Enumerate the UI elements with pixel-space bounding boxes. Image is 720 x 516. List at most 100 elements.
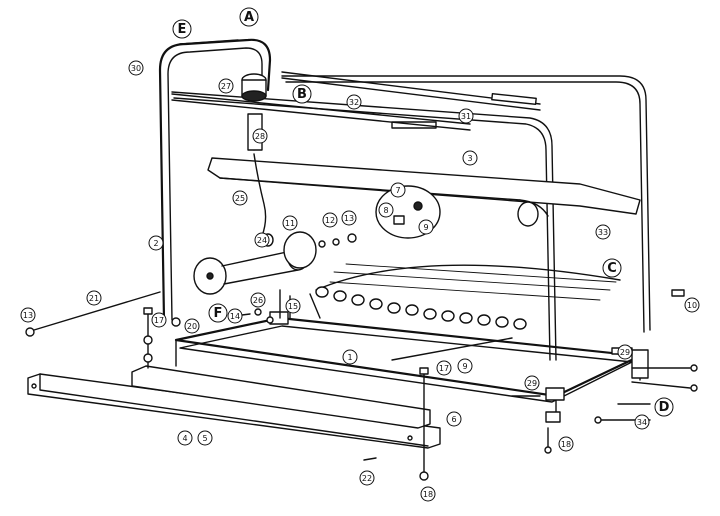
roller-bed <box>309 263 621 330</box>
callout-label: 17 <box>439 364 449 373</box>
callout-letter: A <box>239 7 259 27</box>
cross-rod-middle <box>391 337 513 361</box>
callout-circle <box>208 303 228 323</box>
callout-label: 18 <box>561 440 571 449</box>
callout-circle <box>282 215 298 231</box>
callout-number: 33 <box>595 224 611 240</box>
callout-circle <box>558 436 574 452</box>
callout-number: 9 <box>418 219 434 235</box>
callout-circle <box>148 235 164 251</box>
callout-circle <box>250 292 266 308</box>
callout-label: 29 <box>527 379 537 388</box>
callout-number: 12 <box>322 212 338 228</box>
callout-number: 17 <box>436 360 452 376</box>
callout-number: 10 <box>684 297 700 313</box>
callout-circle <box>151 312 167 328</box>
callout-label: 6 <box>451 415 456 424</box>
callout-circle <box>602 258 622 278</box>
callout-circle <box>177 430 193 446</box>
lower-fasteners <box>363 427 552 461</box>
callout-circle <box>197 430 213 446</box>
spring-cord <box>253 153 267 237</box>
callout-circle <box>420 486 436 502</box>
callout-circle <box>617 344 633 360</box>
callout-circle <box>458 108 474 124</box>
callout-number: 28 <box>252 128 268 144</box>
base-frame <box>174 289 649 423</box>
callout-number: 2 <box>148 235 164 251</box>
callout-label: 25 <box>235 194 245 203</box>
callout-circle <box>359 470 375 486</box>
callout-circle <box>184 318 200 334</box>
callout-label: C <box>607 261 617 276</box>
vertical-bolts <box>143 307 429 481</box>
callout-circle <box>436 360 452 376</box>
callout-number: 3 <box>462 150 478 166</box>
callout-number: 20 <box>184 318 200 334</box>
callout-circle <box>239 7 259 27</box>
front-rail <box>27 365 441 449</box>
callout-number: 31 <box>458 108 474 124</box>
callout-number: 32 <box>346 94 362 110</box>
callout-circle <box>418 219 434 235</box>
callout-label: A <box>244 10 254 25</box>
callout-number: 6 <box>446 411 462 427</box>
callout-number: 13 <box>341 210 357 226</box>
callout-number: 27 <box>218 78 234 94</box>
callout-circle <box>252 128 268 144</box>
callout-label: 17 <box>154 316 164 325</box>
callout-number: 8 <box>378 202 394 218</box>
callout-circle <box>128 60 144 76</box>
callout-label: 9 <box>462 362 467 371</box>
callout-circle <box>684 297 700 313</box>
callout-label: 10 <box>687 301 697 310</box>
callout-number: 9 <box>457 358 473 374</box>
callout-circle <box>595 224 611 240</box>
callout-label: E <box>178 22 187 37</box>
callout-label: 26 <box>253 296 263 305</box>
back-frame <box>171 75 651 361</box>
callout-label: 33 <box>598 228 608 237</box>
callout-letter: E <box>172 19 192 39</box>
callout-circle <box>285 298 301 314</box>
callout-circle <box>446 411 462 427</box>
callout-circle <box>86 290 102 306</box>
callout-label: 11 <box>285 219 295 228</box>
callout-circle <box>524 375 540 391</box>
callout-number: 14 <box>227 308 243 324</box>
callout-number: 29 <box>617 344 633 360</box>
callout-label: 9 <box>423 223 428 232</box>
callout-label: 31 <box>461 112 471 121</box>
callout-label: 15 <box>288 302 298 311</box>
callout-circle <box>378 202 394 218</box>
callout-label: 18 <box>423 490 433 499</box>
callout-circle <box>232 190 248 206</box>
callout-label: 4 <box>182 434 187 443</box>
callout-circle <box>346 94 362 110</box>
callout-letter: B <box>292 84 312 104</box>
callout-number: 24 <box>254 232 270 248</box>
callout-label: 13 <box>23 311 33 320</box>
callout-circle <box>341 210 357 226</box>
callout-label: 5 <box>202 434 207 443</box>
callout-label: 27 <box>221 82 231 91</box>
callout-letter: F <box>208 303 228 323</box>
callout-label: 24 <box>257 236 267 245</box>
roller-bars <box>171 71 541 131</box>
callout-circle <box>218 78 234 94</box>
callout-label: 8 <box>383 206 388 215</box>
callout-label: 32 <box>349 98 359 107</box>
callout-circle <box>227 308 243 324</box>
callout-number: 1 <box>342 349 358 365</box>
callout-circle <box>390 182 406 198</box>
callout-number: 30 <box>128 60 144 76</box>
callout-label: F <box>214 306 223 321</box>
callout-number: 18 <box>420 486 436 502</box>
knob-part <box>241 73 267 102</box>
callout-number: 17 <box>151 312 167 328</box>
callout-number: 4 <box>177 430 193 446</box>
callout-number: 34 <box>634 414 650 430</box>
callout-label: 34 <box>637 418 647 427</box>
callout-label: 7 <box>395 186 400 195</box>
callout-label: 13 <box>344 214 354 223</box>
